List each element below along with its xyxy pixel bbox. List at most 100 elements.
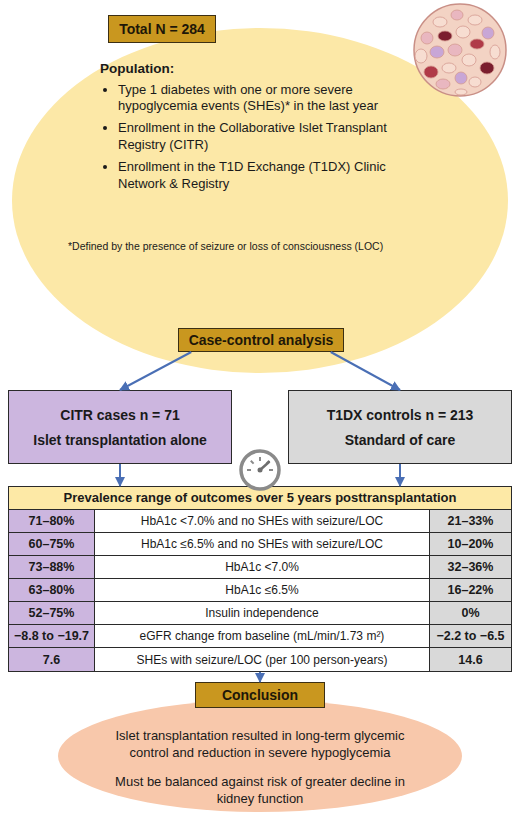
table-cell: 7.6 [9,648,95,671]
table-cell: HbA1c <7.0% [95,556,429,579]
table-row: 63–80% HbA1c ≤6.5% 16–22% [9,579,511,602]
gauge-icon [236,446,284,492]
table-cell-text: −2.2 to −6.5 [436,629,504,643]
box-text: Case-control analysis [189,332,334,348]
box-text: CITR cases n = 71 [60,407,179,423]
cell [433,17,447,27]
population-item: Type 1 diabetes with one or more severe … [118,82,435,116]
table-cell: 71–80% [9,510,95,533]
table-cell: HbA1c ≤6.5% and no SHEs with seizure/LOC [95,533,429,556]
table-cell-text: SHEs with seizure/LOC (per 100 person-ye… [137,653,388,667]
cell [455,89,467,95]
controls-box: T1DX controls n = 213Standard of care [288,390,512,464]
total-box: Total N = 284 [108,15,216,43]
table-cell: eGFR change from baseline (mL/min/1.73 m… [95,625,429,648]
table-cell: 52–75% [9,602,95,625]
flow-arrow [259,672,261,682]
flow-arrow [119,464,121,486]
gauge-hub [258,468,263,473]
population-text: Population: Type 1 diabetes with one or m… [100,60,435,198]
table-cell: HbA1c <7.0% and no SHEs with seizure/LOC [95,510,429,533]
gauge-tick [259,457,261,461]
cell [490,45,500,59]
cell [470,39,484,49]
gauge-tick [269,469,273,471]
table-cell-text: HbA1c ≤6.5% [225,583,298,597]
table-cell-text: HbA1c <7.0% and no SHEs with seizure/LOC [141,514,383,528]
table-cell: HbA1c ≤6.5% [95,579,429,602]
table-cell: 14.6 [429,648,511,671]
ellipse-fill [12,28,508,373]
table-row: 7.6 SHEs with seizure/LOC (per 100 person… [9,648,511,671]
table-cell-text: 14.6 [458,653,482,667]
cell [455,72,467,84]
table-cell: 32–36% [429,556,511,579]
gauge-tick [251,461,254,464]
table-cell: 60–75% [9,533,95,556]
cell [436,79,450,89]
table-cell-text: 10–20% [448,537,494,551]
conclusion-statement: Islet transplantation resulted in long-t… [114,728,406,762]
cell [482,27,494,39]
table-cell: 63–80% [9,579,95,602]
box-text: T1DX controls n = 213 [327,407,474,423]
flow-arrow [120,352,191,390]
gauge-tick [247,469,251,471]
cell [456,26,470,38]
conclusion-box: Conclusion [195,682,325,708]
flow-arrow [399,464,401,486]
conclusion-statement: Must be balanced against risk of greater… [114,774,406,808]
table-cell: SHEs with seizure/LOC (per 100 person-ye… [95,648,429,671]
table-cell-text: 0% [461,606,479,620]
table-row: 52–75% Insulin independence 0% [9,602,511,625]
table-cell: −2.2 to −6.5 [429,625,511,648]
table-row: 73–88% HbA1c <7.0% 32–36% [9,556,511,579]
box-text: Total N = 284 [119,21,205,37]
table-cell: 73–88% [9,556,95,579]
box-text: Standard of care [345,432,455,448]
cell [430,46,444,58]
table-cell-text: eGFR change from baseline (mL/min/1.73 m… [140,629,385,643]
population-item: Enrollment in the Collaborative Islet Tr… [118,120,435,154]
table-cell-text: Insulin independence [205,606,318,620]
islet-illustration [405,0,515,100]
population-item: Enrollment in the T1D Exchange (T1DX) Cl… [118,159,435,193]
table-cell-text: 32–36% [448,560,494,574]
table-cell: 10–20% [429,533,511,556]
gauge-dial [241,451,279,489]
table-cell-text: HbA1c <7.0% [225,560,299,574]
table-cell-text: 71–80% [29,514,75,528]
conclusion-text: Islet transplantation resulted in long-t… [114,728,406,808]
table-row: −8.8 to −19.7 eGFR change from baseline (… [9,625,511,648]
cases-box: CITR cases n = 71 Islet transplantation a… [8,390,232,464]
table-row: 71–80% HbA1c <7.0% and no SHEs with seizu… [9,510,511,533]
cell [421,32,433,44]
table-cell-text: 21–33% [448,514,494,528]
table-cell-text: −8.8 to −19.7 [14,629,89,643]
cell [462,54,476,66]
table-cell-text: 16–22% [448,583,494,597]
table-cell: 0% [429,602,511,625]
table-cell: 16–22% [429,579,511,602]
cell [451,10,463,20]
cell [415,49,427,63]
islet-cells [415,10,500,95]
box-text: Islet transplantation alone [33,432,206,448]
footnote: *Defined by the presence of seizure or l… [68,240,458,252]
table-cell: 21–33% [429,510,511,533]
table-cell-text: 60–75% [29,537,75,551]
table-cell-text: 52–75% [29,606,75,620]
table-cell-text: HbA1c ≤6.5% and no SHEs with seizure/LOC [141,537,383,551]
flow-arrow [331,352,400,390]
population-heading: Population: [100,60,435,78]
table-cell: −8.8 to −19.7 [9,625,95,648]
box-text: Conclusion [222,687,298,703]
cell [468,15,482,25]
table-cell: Insulin independence [95,602,429,625]
conclusion-ellipse: Islet transplantation resulted in long-t… [58,700,462,812]
table-cell-text: 73–88% [29,560,75,574]
analysis-box: Case-control analysis [178,328,344,352]
outcomes-table: Prevalence range of outcomes over 5 year… [8,486,512,672]
table-cell-text: 7.6 [43,653,60,667]
